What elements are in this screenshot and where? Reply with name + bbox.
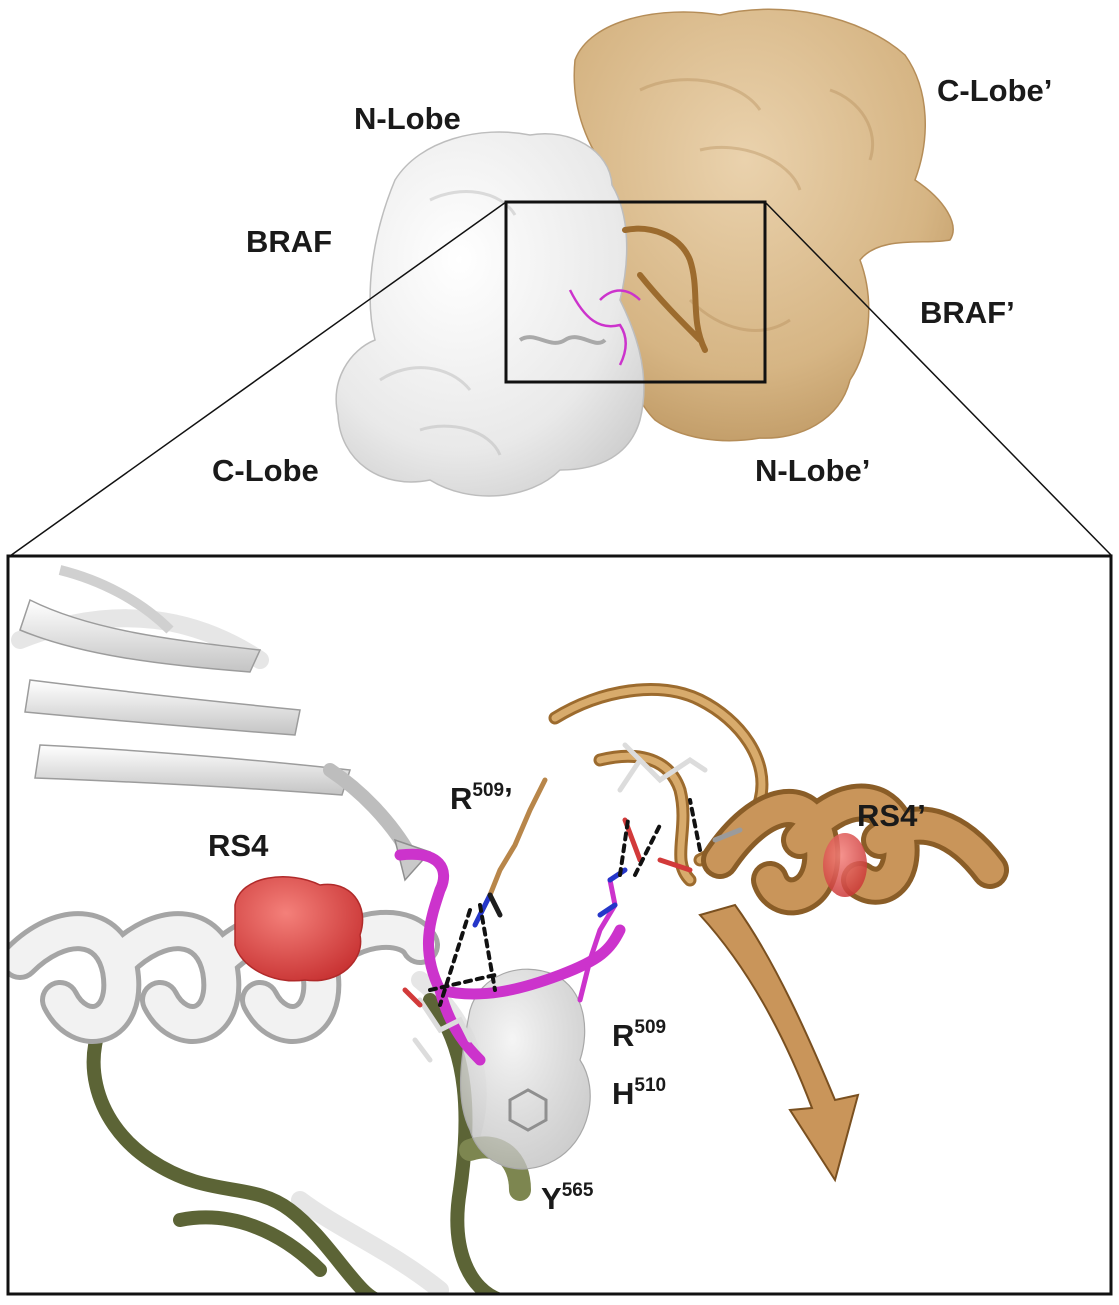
olive-chain bbox=[86, 993, 504, 1294]
magenta-linker bbox=[394, 848, 626, 1066]
overview-zoom-box bbox=[504, 200, 767, 384]
projection-line-left bbox=[9, 201, 507, 557]
projection-line-right bbox=[764, 201, 1113, 557]
braf-prime-beta-strand bbox=[698, 903, 860, 1183]
hydrogen-bonds bbox=[428, 798, 702, 1007]
label-n-lobe: N-Lobe bbox=[354, 101, 461, 136]
h510-y565-ghost-surface bbox=[459, 968, 591, 1170]
beta-sheet-white bbox=[19, 565, 432, 882]
overview-interface-linker bbox=[568, 289, 641, 366]
label-r509-prime: R509’ bbox=[450, 780, 513, 816]
label-n-lobe-prime: N-Lobe’ bbox=[755, 453, 871, 488]
zoom-panel-content bbox=[8, 556, 1111, 1294]
overview-interface-helix bbox=[518, 335, 607, 345]
rs4-prime-helix bbox=[701, 783, 1009, 916]
label-braf-prime: BRAF’ bbox=[920, 295, 1015, 330]
alpha-helix-white bbox=[8, 909, 440, 1044]
label-rs4-prime: RS4’ bbox=[857, 798, 926, 833]
zoom-panel-frame bbox=[6, 554, 1113, 1296]
label-c-lobe: C-Lobe bbox=[212, 453, 319, 488]
rs4-pocket bbox=[234, 876, 364, 982]
braf-prime-surface-shading bbox=[639, 78, 875, 332]
label-braf: BRAF bbox=[246, 224, 333, 259]
overview-interface-ribbon bbox=[622, 225, 708, 353]
braf-surface bbox=[335, 131, 645, 497]
label-rs4: RS4 bbox=[208, 828, 269, 863]
label-h510: H510 bbox=[612, 1075, 667, 1111]
label-c-lobe-prime: C-Lobe’ bbox=[937, 73, 1053, 108]
braf-surface-shading bbox=[379, 190, 517, 456]
y565-ring bbox=[508, 1088, 548, 1132]
label-r509: R509 bbox=[612, 1017, 667, 1053]
label-y565: Y565 bbox=[541, 1180, 594, 1216]
